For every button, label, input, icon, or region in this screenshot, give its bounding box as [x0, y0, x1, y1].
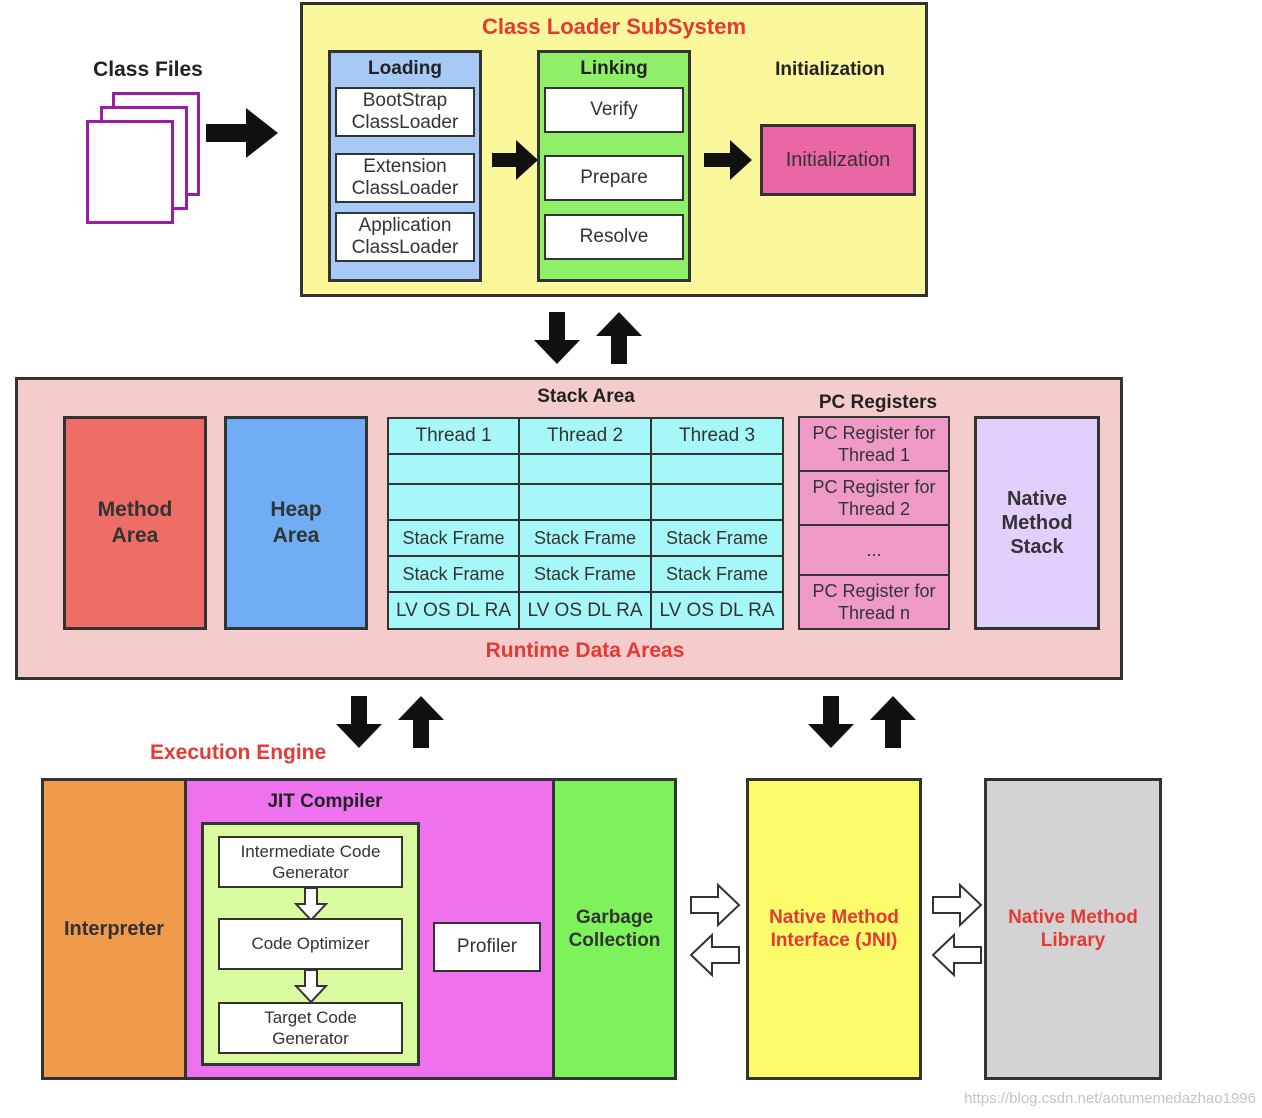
- pc-register-item: PC Register for Thread 1: [800, 418, 948, 472]
- arrow-right-icon: [492, 140, 538, 180]
- hollow-arrow-right-icon: [690, 882, 741, 928]
- hollow-arrow-left-icon: [931, 932, 982, 978]
- stack-frame: Stack Frame: [520, 557, 652, 593]
- pc-register-item: PC Register for Thread 2: [800, 472, 948, 526]
- stack-frame-parts: LV OS DL RA: [652, 593, 784, 630]
- arrow-up-icon: [870, 696, 916, 748]
- stack-empty-cell: [652, 485, 784, 521]
- arrow-right-icon: [206, 108, 278, 158]
- stack-area-title: Stack Area: [537, 386, 635, 407]
- arrow-down-icon: [534, 312, 580, 364]
- stack-frame: Stack Frame: [652, 557, 784, 593]
- stack-empty-cell: [389, 485, 520, 521]
- arrow-right-icon: [704, 140, 752, 180]
- arrow-up-icon: [596, 312, 642, 364]
- stack-frame: Stack Frame: [520, 521, 652, 557]
- pc-register-item: PC Register for Thread n: [812, 581, 936, 623]
- extension-classloader: Extension ClassLoader: [335, 153, 475, 203]
- class-loader-title: Class Loader SubSystem: [481, 14, 747, 39]
- stack-area-grid: Thread 1 Thread 2 Thread 3 Stack Frame S…: [387, 417, 784, 630]
- arrow-down-icon: [336, 696, 382, 748]
- initialization-title: Initialization: [775, 59, 885, 80]
- thread-header: Thread 1: [389, 419, 520, 455]
- target-code-generator: Target Code Generator: [218, 1002, 403, 1054]
- class-file-icon: [86, 120, 174, 224]
- stack-empty-cell: [652, 455, 784, 485]
- heap-area: Heap Area: [224, 416, 368, 630]
- hollow-arrow-right-icon: [932, 882, 983, 928]
- method-area: Method Area: [63, 416, 207, 630]
- class-files-label: Class Files: [93, 58, 203, 81]
- arrow-down-icon: [293, 969, 329, 1004]
- native-method-library: Native Method Library: [984, 778, 1162, 1080]
- stack-frame-parts: LV OS DL RA: [389, 593, 520, 630]
- stack-empty-cell: [520, 485, 652, 521]
- linking-title: Linking: [580, 58, 648, 79]
- code-optimizer: Code Optimizer: [218, 918, 403, 970]
- stack-frame: Stack Frame: [652, 521, 784, 557]
- stack-frame: Stack Frame: [389, 557, 520, 593]
- pc-registers-title: PC Registers: [818, 392, 938, 413]
- jit-compiler-title: JIT Compiler: [267, 791, 383, 812]
- hollow-arrow-left-icon: [689, 932, 740, 978]
- pc-register-item: ...: [800, 526, 948, 576]
- bootstrap-classloader: BootStrap ClassLoader: [335, 87, 475, 137]
- garbage-collection: Garbage Collection: [552, 778, 677, 1080]
- verify-step: Verify: [544, 87, 684, 133]
- initialization-box: Initialization: [760, 124, 916, 196]
- stack-empty-cell: [520, 455, 652, 485]
- runtime-data-areas-title: Runtime Data Areas: [485, 639, 685, 662]
- loading-title: Loading: [368, 58, 442, 79]
- native-method-interface: Native Method Interface (JNI): [746, 778, 922, 1080]
- thread-header: Thread 2: [520, 419, 652, 455]
- thread-header: Thread 3: [652, 419, 784, 455]
- profiler: Profiler: [433, 922, 541, 972]
- stack-empty-cell: [389, 455, 520, 485]
- stack-frame-parts: LV OS DL RA: [520, 593, 652, 630]
- pc-registers-list: PC Register for Thread 1 PC Register for…: [798, 416, 950, 630]
- prepare-step: Prepare: [544, 155, 684, 201]
- intermediate-code-generator: Intermediate Code Generator: [218, 836, 403, 888]
- watermark: https://blog.csdn.net/aotumemedazhao1996: [964, 1090, 1256, 1107]
- execution-engine-title: Execution Engine: [150, 741, 327, 764]
- resolve-step: Resolve: [544, 214, 684, 260]
- interpreter: Interpreter: [41, 778, 187, 1080]
- arrow-down-icon: [293, 887, 329, 922]
- arrow-down-icon: [808, 696, 854, 748]
- application-classloader: Application ClassLoader: [335, 212, 475, 262]
- stack-frame: Stack Frame: [389, 521, 520, 557]
- arrow-up-icon: [398, 696, 444, 748]
- native-method-stack: Native Method Stack: [974, 416, 1100, 630]
